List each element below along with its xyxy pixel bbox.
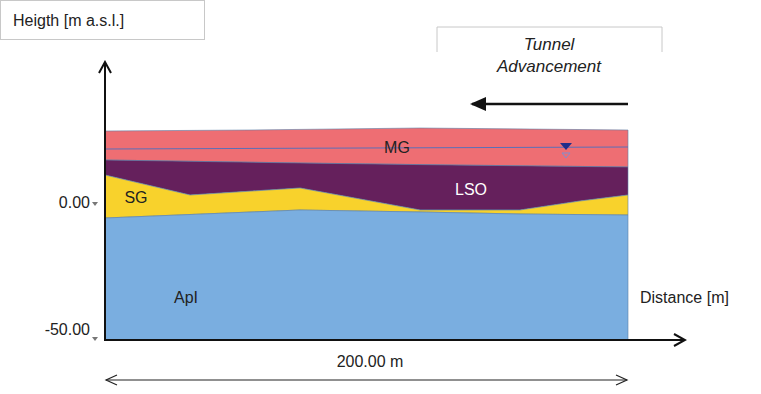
box-label: Heigth [m a.s.l.] xyxy=(13,11,124,30)
box-label: Tunnel Advancement xyxy=(484,34,614,78)
elevation-value: -50.00 xyxy=(45,320,90,339)
water-level-symbol xyxy=(562,153,570,158)
dimension-label: 200.00 m xyxy=(334,352,407,371)
apl-layer: ApI xyxy=(105,120,628,340)
water-level-symbol xyxy=(560,143,572,150)
layer-label: MG xyxy=(384,138,410,157)
layer-label: LSO xyxy=(455,180,487,199)
apl-layer-shape xyxy=(105,120,628,340)
axis-title: Distance [m] xyxy=(640,288,729,307)
axis-title-box: Heigth [m a.s.l.] xyxy=(0,0,205,40)
elevation-value: 0.00 xyxy=(59,193,90,212)
layer-label: ApI xyxy=(174,288,198,307)
layer-label: SG xyxy=(124,188,147,207)
tunnel-advancement-box: Tunnel Advancement xyxy=(437,27,662,85)
water-table-line xyxy=(105,147,628,149)
apl-layer-polygon xyxy=(105,210,628,340)
